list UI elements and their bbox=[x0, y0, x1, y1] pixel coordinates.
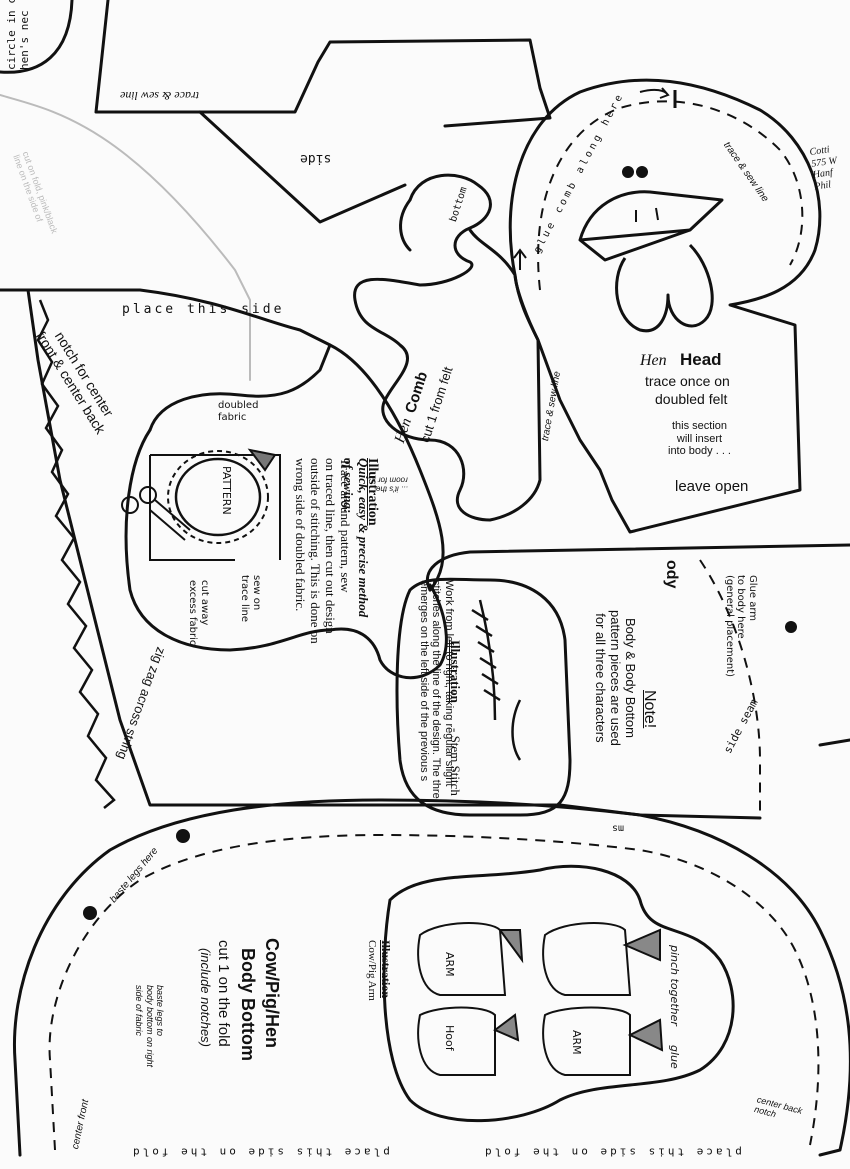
right-dashed-line bbox=[699, 559, 761, 818]
hen-comb-outline bbox=[353, 173, 542, 522]
hen-head-outline bbox=[508, 78, 822, 534]
ms-fragment: ms bbox=[612, 822, 625, 834]
zigzag-stitch bbox=[36, 299, 116, 809]
place-this-side-label: place this side bbox=[122, 302, 285, 317]
hen-head-felt: doubled felt bbox=[655, 391, 728, 407]
top-circle-outline bbox=[0, 0, 74, 74]
arm-label-1: ARM bbox=[443, 952, 456, 977]
sewing-blob bbox=[124, 428, 448, 680]
left-body-outline bbox=[0, 288, 445, 592]
stem-stitch-body: Work from left to right, taking regular … bbox=[417, 580, 455, 799]
place-fold-left: place this side on the fold bbox=[130, 1145, 390, 1159]
sewing-doubled-fabric: doubled fabric bbox=[218, 400, 259, 423]
top-piece-side bbox=[198, 110, 407, 224]
arm-blob bbox=[382, 864, 735, 1123]
body-bottom-cut: cut 1 on the fold bbox=[215, 940, 232, 1047]
hen-head-title-b: Head bbox=[680, 350, 722, 369]
hen-head-insert: this section will insert into body . . . bbox=[668, 420, 731, 458]
place-fold-right: place this side on the fold bbox=[482, 1145, 742, 1159]
arm-illustration-subheading: Cow/Pig Arm bbox=[366, 940, 378, 1001]
body-fragment: ody bbox=[663, 560, 680, 589]
body-bottom-title-b: Body Bottom bbox=[238, 948, 258, 1061]
note-body: Body & Body Bottom pattern pieces are us… bbox=[593, 610, 638, 746]
baste-note-label: baste legs to body bottom on right side … bbox=[134, 985, 165, 1068]
sewing-sew-on: sew on trace line bbox=[239, 575, 263, 623]
paper-edge bbox=[0, 94, 251, 381]
pinch-together-label: pinch together bbox=[668, 945, 681, 1026]
right-body-outline bbox=[426, 543, 850, 592]
hen-head-trace: trace once on bbox=[645, 373, 730, 389]
body-bottom-notches: (include notches) bbox=[198, 948, 213, 1047]
arm-label-2: ARM bbox=[570, 1030, 583, 1055]
circle-note: circle in ce hen's nec bbox=[5, 0, 31, 70]
bottom-dashed-line bbox=[48, 833, 820, 1151]
hen-face bbox=[578, 166, 724, 333]
sewing-cut-away: cut away excess fabric bbox=[187, 580, 211, 646]
note-title: Note! bbox=[641, 690, 658, 729]
sewing-body: Trace around pattern, sew on traced line… bbox=[293, 458, 353, 644]
head-dashed-line bbox=[537, 100, 804, 291]
hen-head-title-a: Hen bbox=[640, 352, 667, 369]
arm-illustration-heading: Illustration bbox=[379, 940, 393, 999]
body-bottom-title-a: Cow/Pig/Hen bbox=[262, 938, 282, 1049]
glue-arm-label: Glue arm to body here (general placement… bbox=[724, 575, 758, 678]
glue-label: glue bbox=[668, 1045, 681, 1069]
top-piece-outline bbox=[94, 0, 552, 128]
trace-sew-top-label: trace & sew line bbox=[120, 88, 199, 103]
hoof-label: Hoof bbox=[443, 1025, 456, 1051]
body-bottom-outline bbox=[12, 798, 850, 1157]
hen-head-leave-open: leave open bbox=[675, 478, 749, 495]
side-label-top: side bbox=[300, 150, 332, 166]
sewing-pattern-label: PATTERN bbox=[220, 466, 233, 515]
stem-stitch-blob bbox=[395, 577, 572, 817]
right-body-side bbox=[818, 738, 850, 747]
